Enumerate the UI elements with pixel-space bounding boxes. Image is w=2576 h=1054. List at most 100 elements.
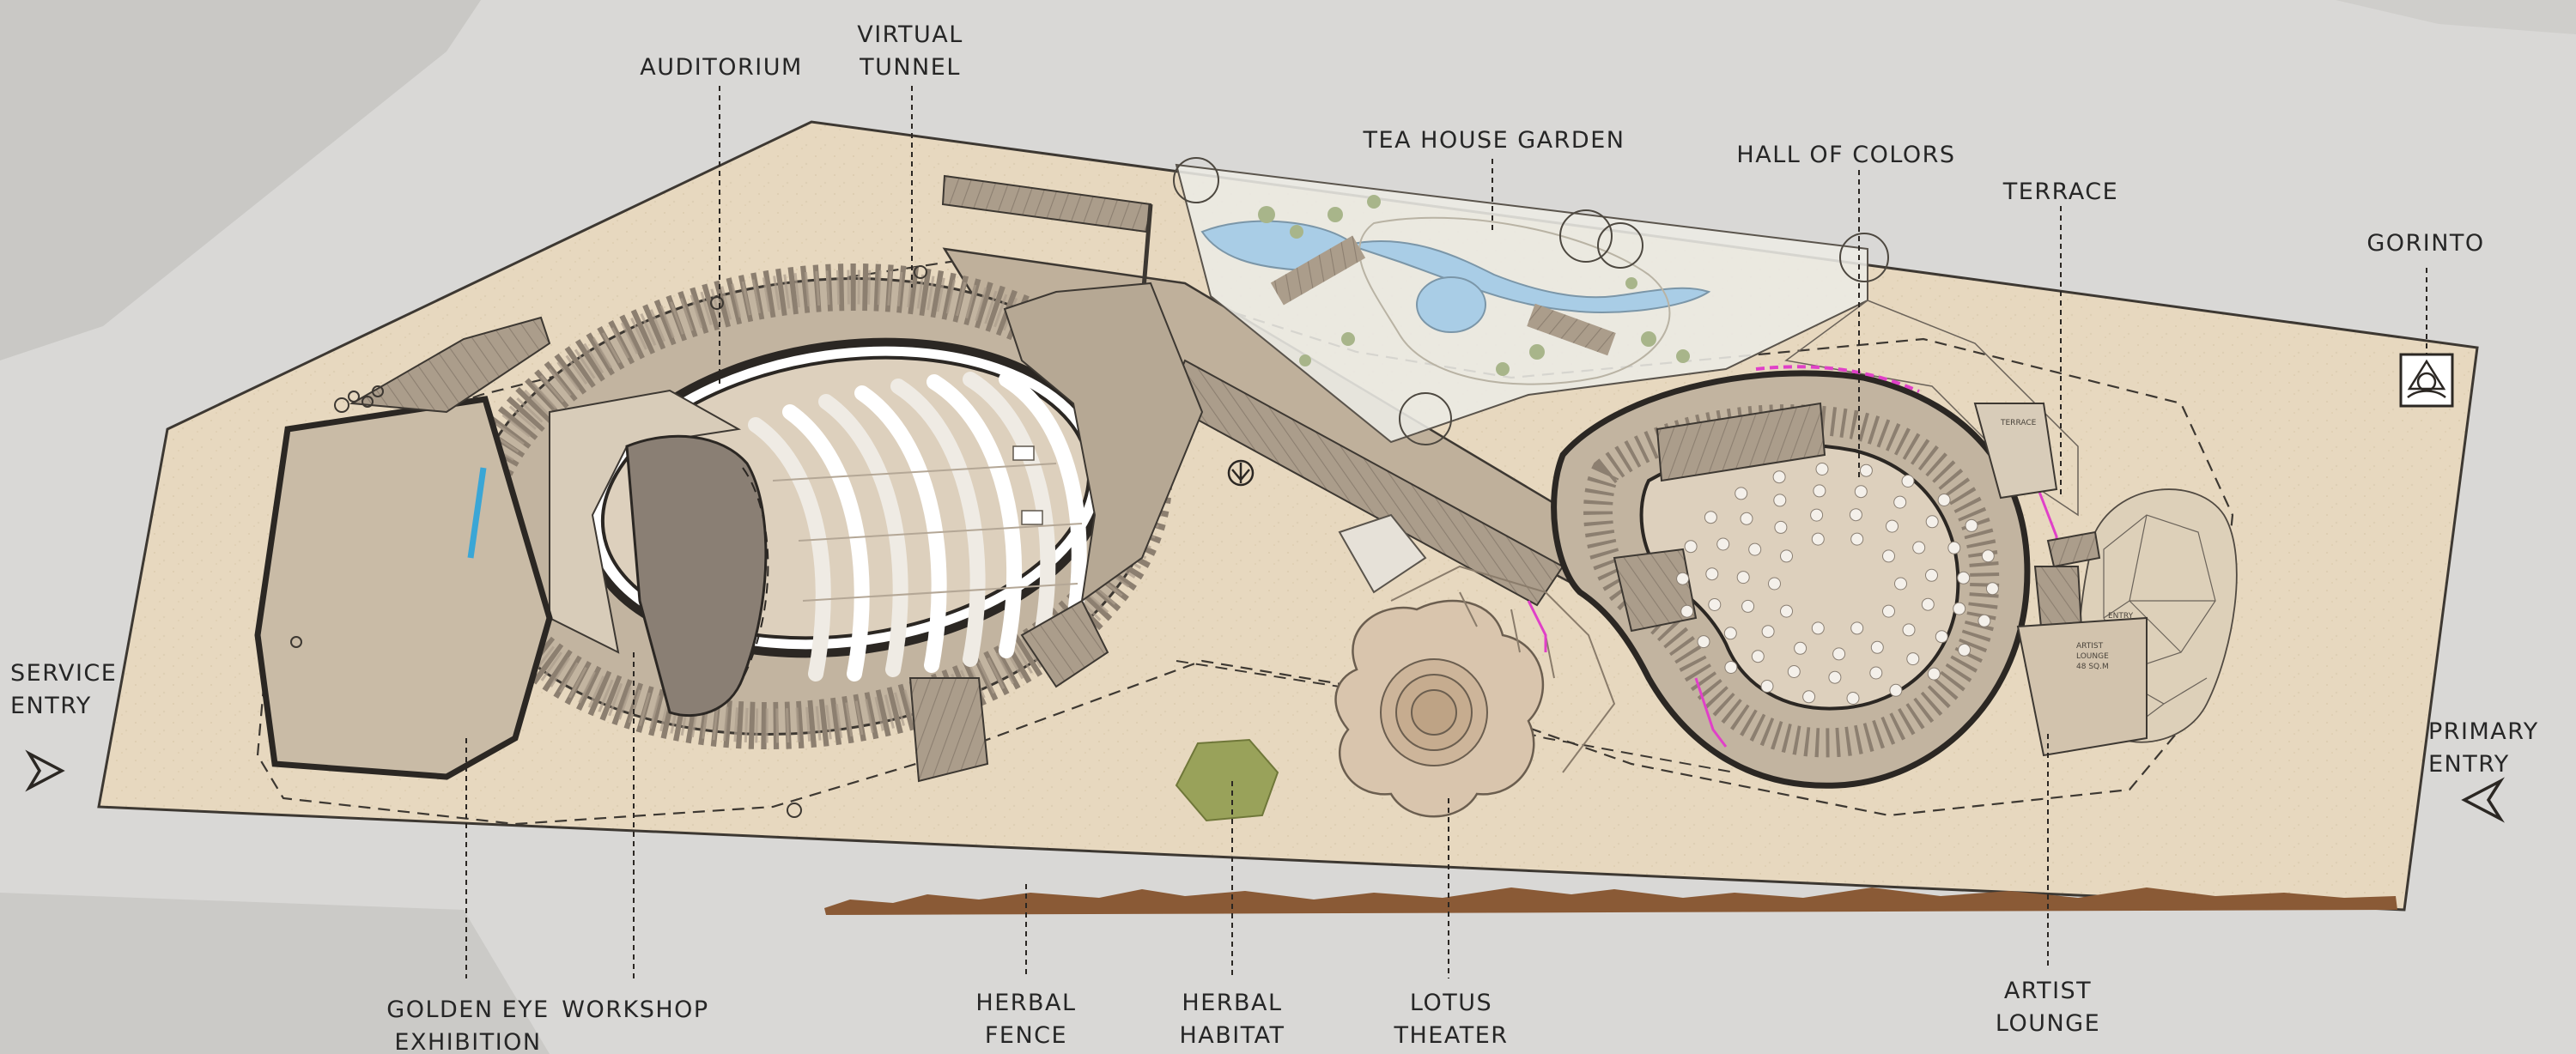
label-lotus-theater-line-1: LOTUS [1409,990,1493,1016]
label-herbal-habitat-line-1: HERBAL [1182,990,1283,1016]
hall-seat [1794,641,1807,655]
auditorium-east-stair [908,677,989,783]
label-golden-eye-line-1: GOLDEN EYE [386,996,550,1023]
garden-shrubs [1258,195,1690,376]
hall-seat [1724,661,1738,674]
west-planters [290,265,927,818]
label-gorinto-line-1: GORINTO [2366,230,2485,257]
hall-seat [1846,692,1860,705]
label-primary-entry-line-2: ENTRY [2428,751,2510,778]
hall-seat [1902,623,1916,637]
label-hall-of-colors-line-1: HALL OF COLORS [1736,142,1956,168]
terrace-deck [1973,403,2058,500]
hall-seat [1947,541,1961,554]
label-tea-house-garden: TEA HOUSE GARDEN [1348,124,1640,157]
entry-tag: ENTRY [2108,612,2134,621]
terrace-tag: TERRACE [2000,419,2037,427]
hall-seat [1780,549,1793,563]
label-virtual-tunnel: VIRTUAL TUNNEL [824,19,996,84]
auditorium-service-stair [1020,599,1109,688]
neighbour-block-sw [0,893,550,1054]
garden-stream [1345,240,1711,313]
label-workshop-line-1: WORKSHOP [562,996,709,1023]
herbal-habitat [1175,738,1279,822]
label-golden-eye-exhibition: GOLDEN EYE EXHIBITION [361,994,575,1054]
hall-seat [1813,484,1826,498]
hall-seat [1761,625,1775,639]
lounge-tag-line-2: LOUNGE [2076,652,2109,661]
hall-seat [1893,495,1907,509]
secondary-path [1176,660,1735,773]
hall-seat [1760,680,1774,693]
hall-seat [1684,540,1698,554]
hall-seat [1705,567,1719,581]
hall-seat [1828,670,1842,684]
hall-seat [1854,485,1868,499]
leader-lines [465,86,2427,978]
tree-icon [1227,459,1255,487]
hall-seat [1889,683,1903,697]
hall-seat [1811,532,1825,546]
artist-lounge-room [2016,616,2148,757]
hall-seat [1869,666,1883,680]
hall-seat [1787,665,1801,678]
hall-seat [1741,599,1755,613]
label-primary-entry: PRIMARY ENTRY [2428,716,2570,781]
hall-seat [1870,640,1884,654]
hall-seat [1925,568,1938,582]
workshop-floor [549,389,742,654]
glass-facade [467,467,487,559]
hall-seat [1802,690,1816,704]
label-virtual-tunnel-line-1: VIRTUAL [857,21,963,48]
hall-seat [1937,494,1951,506]
control-booth [1012,445,1043,525]
hall-seat [1723,627,1737,640]
hall-seat [1735,487,1748,500]
label-artist-lounge-line-1: ARTIST [2003,978,2093,1004]
hall-seat [1849,508,1862,522]
garden-bridges [1270,235,1616,356]
garden-trees [1173,157,1889,445]
hall-seat [1921,597,1935,611]
neighbour-block-ne [2336,0,2576,34]
hall-seat [1850,532,1864,546]
label-virtual-tunnel-line-2: TUNNEL [860,54,961,81]
hall-seat [1748,542,1762,556]
label-service-entry-line-1: SERVICE [10,660,118,687]
stage-edge [738,467,769,688]
west-stair [349,316,551,414]
hall-seat [1751,650,1765,663]
hall-seat [1850,621,1864,635]
hall-seat [1927,667,1941,681]
hall-seat [1697,635,1710,649]
lounge-tag-line-1: ARTIST [2076,642,2104,651]
label-terrace-line-1: TERRACE [2002,179,2119,205]
label-tea-house-garden-line-1: TEA HOUSE GARDEN [1363,127,1625,154]
hall-seat [1886,519,1899,533]
label-herbal-fence-line-2: FENCE [984,1022,1068,1049]
hall-seat [1925,515,1939,529]
hall-seat [1716,537,1730,551]
terrace-mesh [1784,300,2079,517]
hall-seat [1978,614,1991,627]
hall-seat [1815,463,1829,476]
label-golden-eye-line-2: EXHIBITION [394,1029,542,1054]
hall-seat [1912,541,1926,554]
hall-seat [1740,512,1753,525]
hall-seat [1965,518,1978,532]
label-lotus-theater-line-2: THEATER [1394,1022,1509,1049]
label-service-entry-line-2: ENTRY [10,693,92,719]
garden-walk [1358,216,1671,385]
hall-seat [1811,621,1825,635]
label-artist-lounge: ARTIST LOUNGE [1975,975,2121,1040]
neighbour-block-nw [0,0,481,360]
hall-seat [1774,520,1788,534]
hall-seat [1704,511,1717,524]
label-herbal-habitat: HERBAL HABITAT [1159,987,1305,1052]
label-lotus-theater: LOTUS THEATER [1378,987,1524,1052]
label-auditorium: AUDITORIUM [627,51,816,84]
hall-seat [1981,549,1995,563]
auditorium-seating [748,372,1087,681]
hall-seat [1772,470,1786,484]
